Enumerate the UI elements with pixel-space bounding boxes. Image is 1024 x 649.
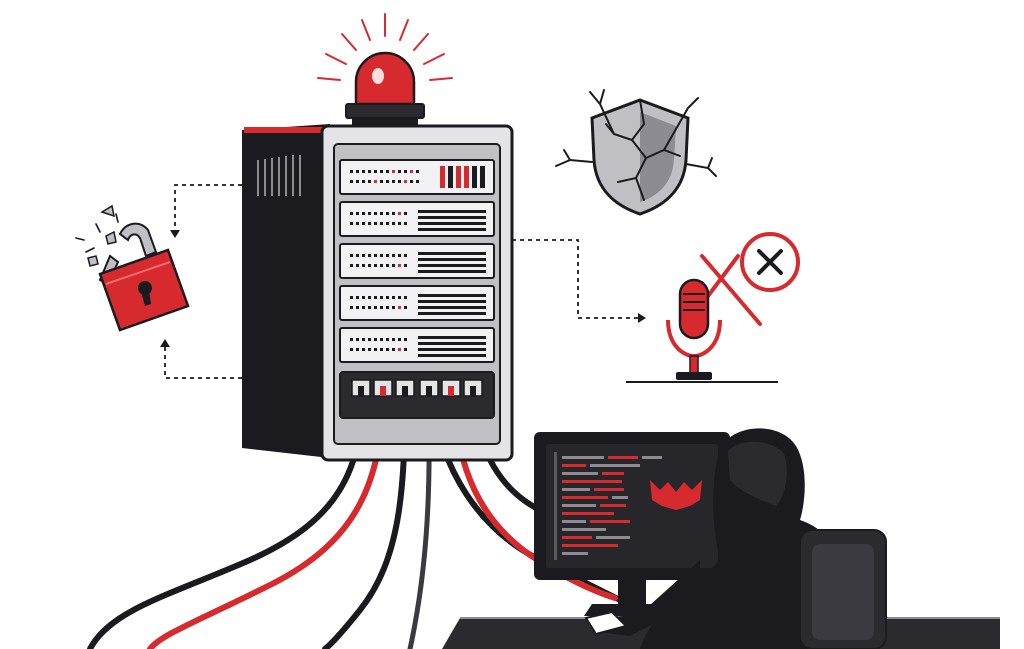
computer-monitor bbox=[534, 432, 730, 616]
alarm-siren-icon bbox=[317, 13, 453, 126]
connector-arrowheads bbox=[160, 230, 646, 347]
broken-padlock-icon bbox=[75, 204, 190, 332]
server-unit bbox=[339, 327, 495, 363]
arrowhead-right-icon bbox=[638, 313, 646, 323]
rack-side-panel bbox=[242, 124, 330, 458]
rack-vent bbox=[257, 155, 301, 196]
server-unit bbox=[339, 285, 495, 321]
dashed-connectors bbox=[164, 184, 640, 379]
skull-glyph-icon bbox=[650, 480, 702, 510]
cracked-shield-icon bbox=[555, 89, 717, 216]
port-panel bbox=[339, 371, 495, 419]
crossed-microphone-icon bbox=[626, 254, 778, 383]
rack-side-red-trim bbox=[244, 127, 328, 133]
server-unit bbox=[339, 201, 495, 237]
hacker-hand bbox=[584, 610, 628, 636]
workstation bbox=[442, 428, 1000, 649]
connector-bottom-left bbox=[164, 345, 242, 379]
arrowhead-up-icon bbox=[160, 339, 170, 347]
connector-right bbox=[512, 239, 640, 319]
server-unit bbox=[339, 243, 495, 279]
blocked-circle-icon bbox=[740, 232, 800, 292]
office-chair bbox=[799, 529, 887, 649]
terminal-code-lines bbox=[554, 452, 662, 560]
server-unit bbox=[339, 159, 495, 195]
arrowhead-down-icon bbox=[170, 230, 180, 238]
server-rack bbox=[242, 124, 514, 462]
connector-top-left bbox=[174, 184, 242, 232]
